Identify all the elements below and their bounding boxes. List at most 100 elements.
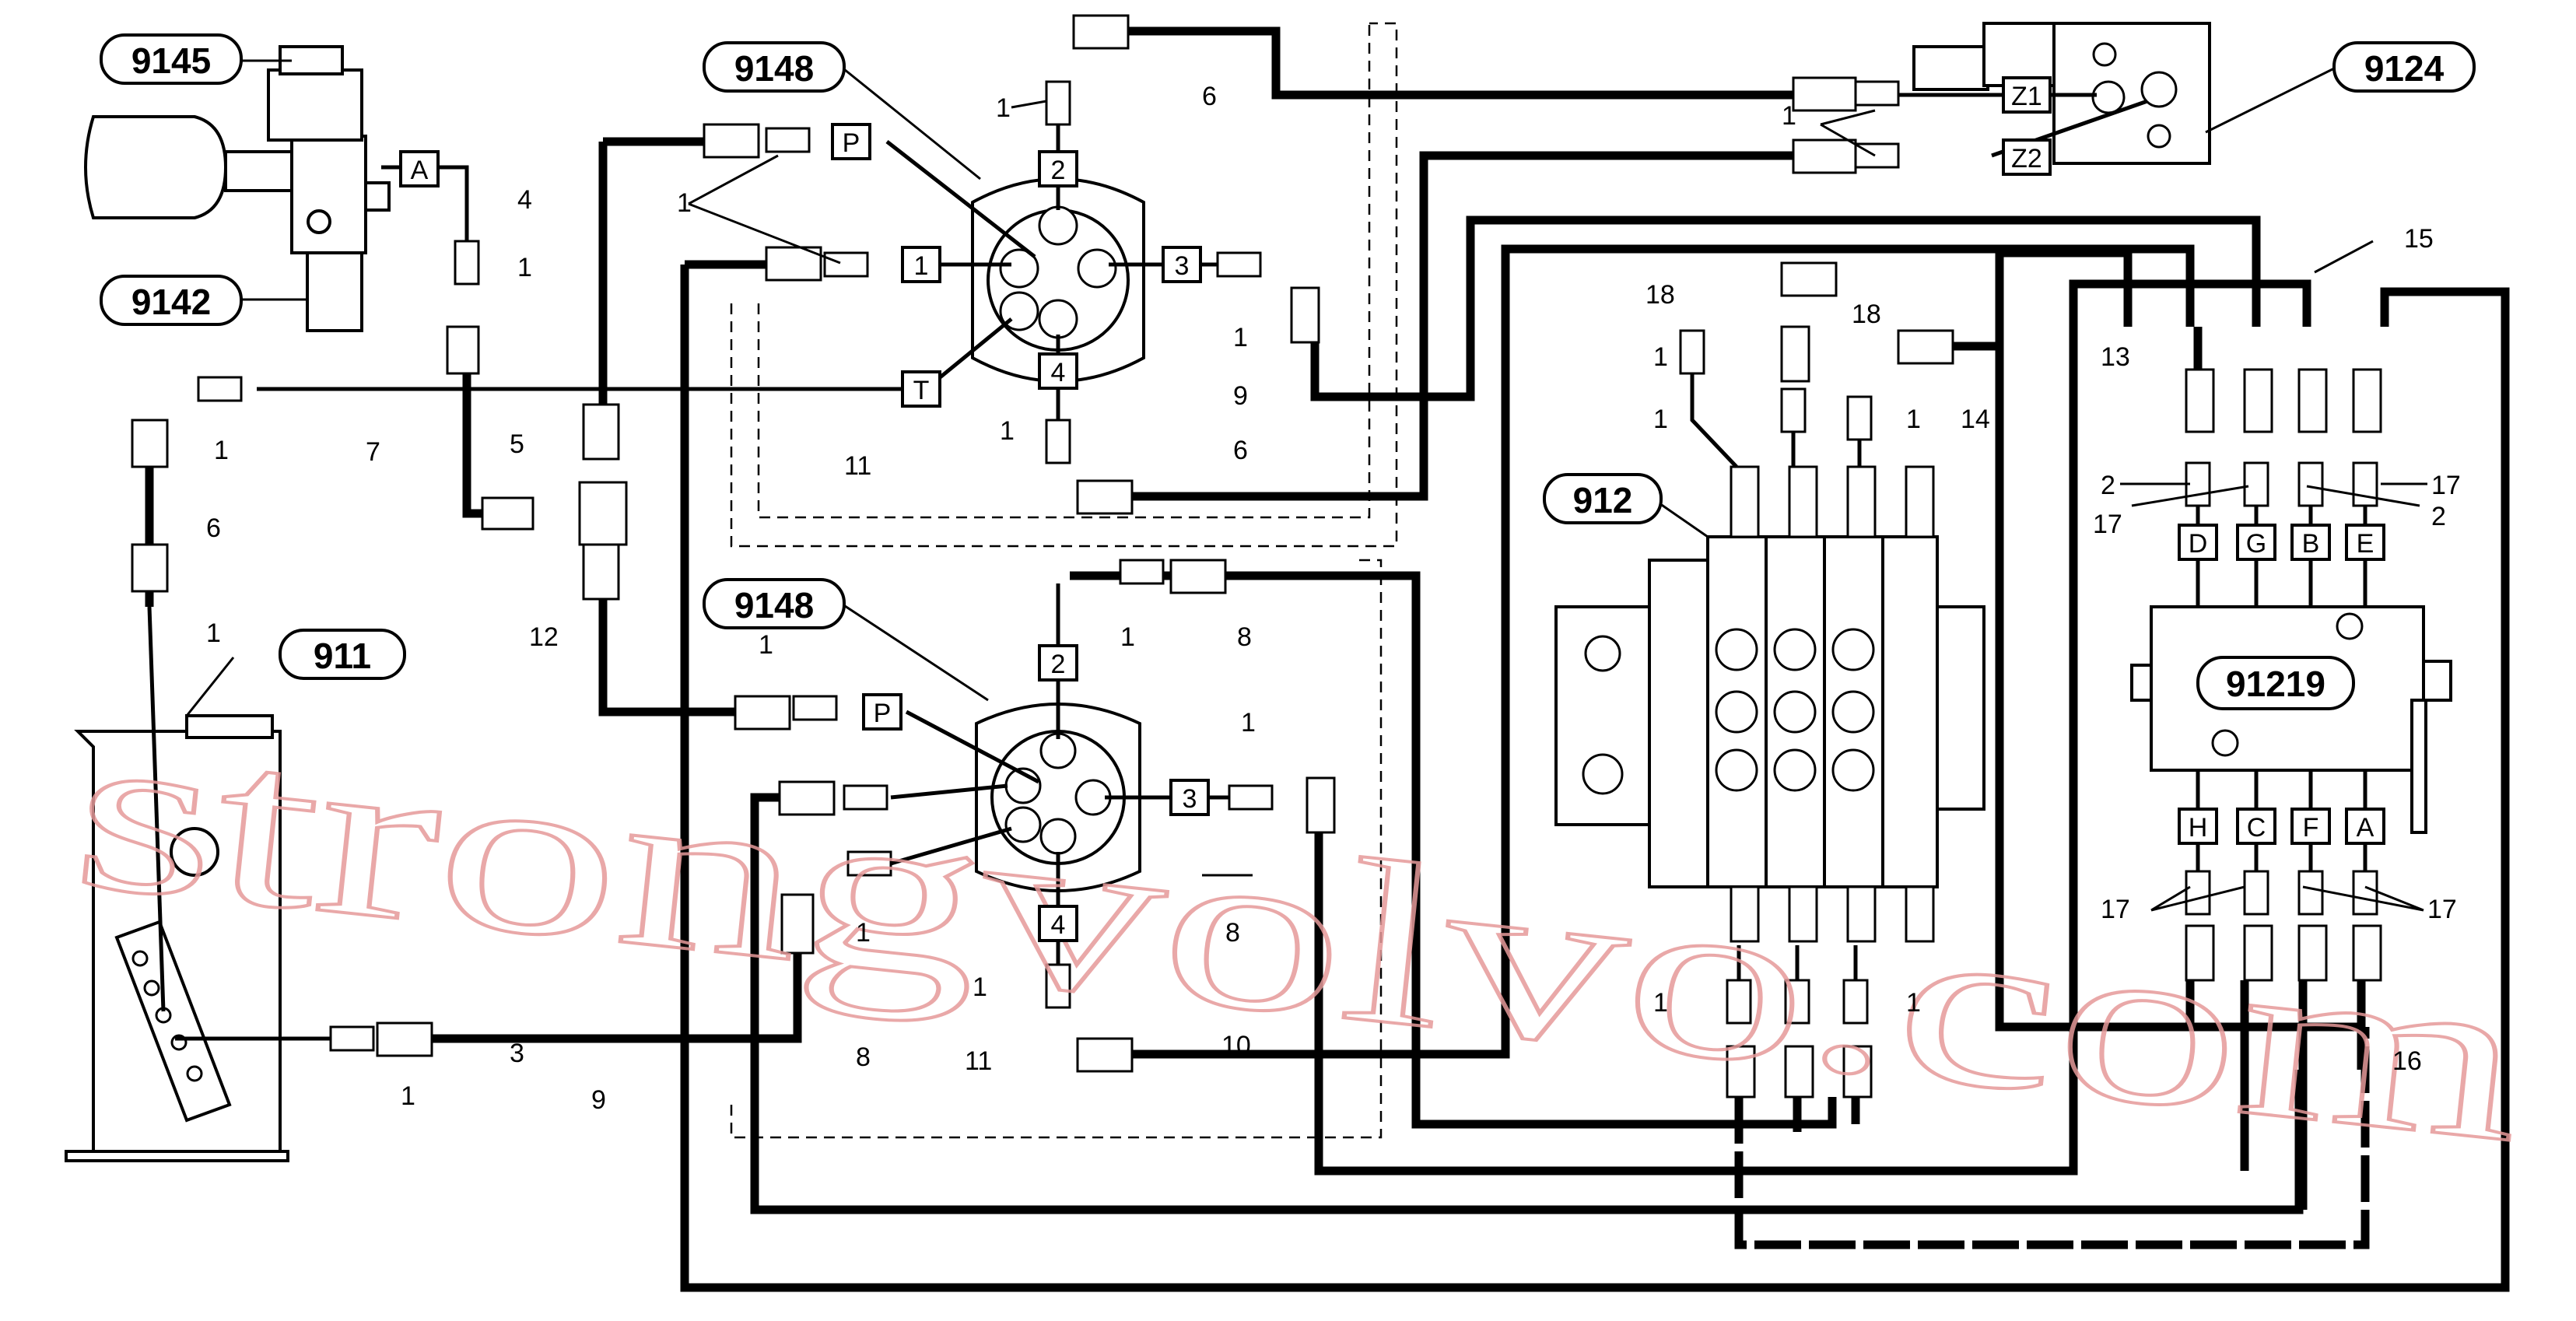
solenoid bbox=[267, 68, 363, 142]
coupling bbox=[792, 695, 838, 721]
valve-9124-port-a bbox=[2091, 80, 2126, 114]
port-2-top: 2 bbox=[1051, 156, 1066, 185]
coupling bbox=[1730, 885, 1760, 943]
fitting bbox=[778, 780, 836, 816]
port-circle bbox=[307, 209, 331, 234]
port-top-1 bbox=[999, 248, 1039, 289]
valve-body bbox=[290, 135, 367, 254]
label-91219: 91219 bbox=[2226, 664, 2325, 704]
callout-numbers: 1 1 1 1 1 1 1 1 1 1 1 1 1 1 1 1 1 1 1 2 … bbox=[206, 82, 2461, 1115]
fitting bbox=[703, 123, 760, 159]
callout-13: 13 bbox=[2101, 342, 2130, 372]
coupling bbox=[1854, 80, 1900, 107]
port-z2: Z2 bbox=[2011, 144, 2042, 173]
accumulator-assembly bbox=[84, 45, 391, 332]
fitting bbox=[1290, 286, 1320, 344]
valve-9124-port-c bbox=[2092, 42, 2117, 67]
coupling bbox=[1788, 465, 1818, 538]
port-4-top: 4 bbox=[1051, 358, 1066, 387]
port-box bbox=[2236, 808, 2276, 845]
coupling bbox=[2352, 461, 2378, 507]
hose-9-outer bbox=[680, 265, 2510, 1292]
fitting bbox=[1780, 325, 1810, 383]
callout-1: 1 bbox=[1000, 416, 1015, 446]
leader bbox=[2150, 885, 2245, 912]
label-91219-frame bbox=[2196, 656, 2355, 710]
distributor-rod bbox=[2410, 699, 2427, 834]
port-box bbox=[1038, 352, 1078, 390]
label-9142: 9142 bbox=[131, 282, 211, 322]
callout-8: 8 bbox=[1237, 622, 1252, 652]
coupling bbox=[1726, 979, 1752, 1025]
callout-1: 1 bbox=[1233, 323, 1248, 352]
component-labels: 9145 9142 9148 9148 9124 912 911 91219 bbox=[100, 33, 2476, 710]
label-9148-top-frame bbox=[703, 41, 846, 93]
callout-1: 1 bbox=[677, 188, 692, 218]
coupling bbox=[1842, 979, 1869, 1025]
label-911-frame bbox=[279, 629, 406, 680]
leader-912 bbox=[1656, 500, 1709, 538]
dashed-enclosures bbox=[730, 22, 1398, 1139]
callout-1: 1 bbox=[1906, 988, 1921, 1018]
callout-1: 1 bbox=[856, 918, 871, 948]
arrow-912-1 bbox=[1690, 373, 1738, 468]
fitting bbox=[734, 695, 791, 731]
port-box bbox=[1162, 246, 1202, 283]
block-912-port-c3 bbox=[1831, 748, 1875, 792]
fitting bbox=[1792, 138, 1857, 174]
label-911: 911 bbox=[314, 636, 371, 676]
port-3-bottom: 3 bbox=[1183, 784, 1197, 814]
label-9124: 9124 bbox=[2364, 48, 2445, 89]
coupling bbox=[2243, 461, 2269, 507]
callout-8: 8 bbox=[1225, 918, 1240, 948]
leader bbox=[2314, 240, 2374, 274]
block-912-port-c1 bbox=[1715, 748, 1758, 792]
label-9148-bottom: 9148 bbox=[734, 585, 814, 625]
fitting bbox=[1076, 479, 1134, 515]
callout-2: 2 bbox=[2431, 502, 2446, 531]
coupling bbox=[1846, 885, 1877, 943]
coupling bbox=[1228, 784, 1274, 811]
tank-base bbox=[65, 1150, 289, 1162]
arrow-tank bbox=[147, 606, 166, 1012]
port-d: D bbox=[2189, 529, 2208, 559]
tank-top-fill bbox=[185, 714, 274, 739]
callout-7: 7 bbox=[366, 437, 380, 467]
accumulator-9145 bbox=[84, 115, 228, 219]
callout-6: 6 bbox=[1202, 82, 1217, 111]
fitting bbox=[1306, 776, 1336, 834]
port-2-bottom: 2 bbox=[1051, 650, 1066, 679]
callout-9: 9 bbox=[591, 1085, 606, 1115]
port-3-top: 3 bbox=[1175, 251, 1190, 281]
tank-sight-glass bbox=[170, 827, 219, 877]
port-box bbox=[1038, 150, 1078, 187]
distributor-tab-right bbox=[2422, 660, 2452, 702]
coupling bbox=[1045, 419, 1071, 464]
callout-6: 6 bbox=[1233, 436, 1248, 465]
callout-4: 4 bbox=[517, 185, 532, 215]
leader bbox=[2306, 485, 2420, 507]
port-c: C bbox=[2247, 813, 2266, 843]
fitting bbox=[1897, 329, 1954, 365]
valve-block-912 bbox=[1554, 535, 1985, 888]
callout-14: 14 bbox=[1961, 405, 1990, 434]
leader-9148-top bbox=[839, 65, 981, 180]
fitting bbox=[2297, 368, 2328, 433]
coupling bbox=[1905, 465, 1935, 538]
hose-10 bbox=[1132, 244, 2195, 1059]
coupling bbox=[1216, 251, 1262, 278]
distributor-hole-top bbox=[2336, 612, 2364, 640]
callout-16: 16 bbox=[2392, 1046, 2422, 1076]
leader-911 bbox=[185, 657, 235, 717]
port-top-2 bbox=[1038, 205, 1078, 246]
fitting bbox=[2185, 368, 2215, 433]
accumulator-neck bbox=[224, 150, 293, 192]
label-912-frame bbox=[1543, 473, 1663, 524]
block-912-port-p bbox=[1584, 635, 1621, 672]
callout-1: 1 bbox=[1653, 988, 1668, 1018]
fitting bbox=[1726, 1045, 1756, 1098]
solenoid-cap bbox=[364, 181, 391, 212]
callout-1: 1 bbox=[401, 1081, 415, 1111]
distributor-hole-bottom bbox=[2211, 729, 2239, 757]
port-b: B bbox=[2302, 529, 2320, 559]
